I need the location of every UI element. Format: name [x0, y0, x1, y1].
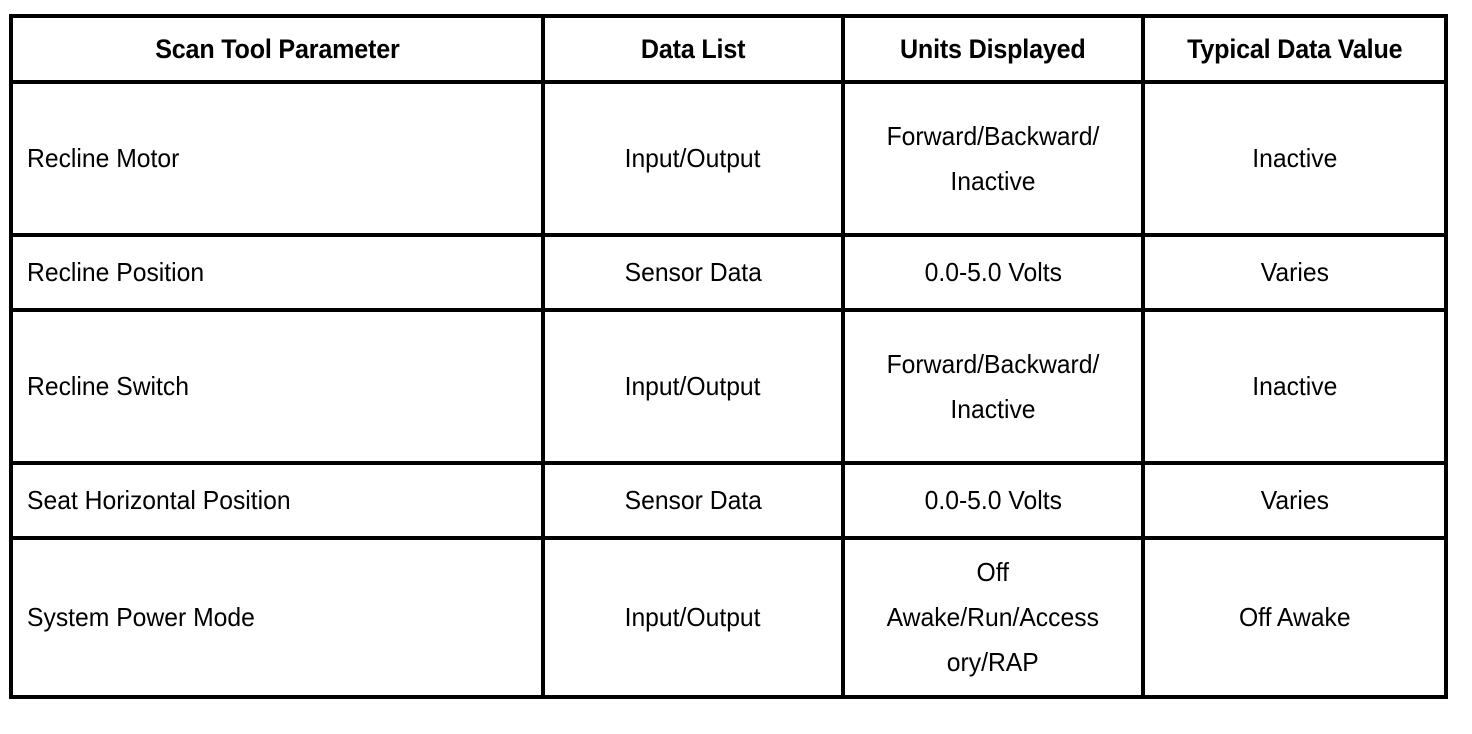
- table-header-row: Scan Tool Parameter Data List Units Disp…: [9, 14, 1448, 84]
- column-header-units-displayed: Units Displayed: [841, 14, 1145, 84]
- cell-data-list: Input/Output: [541, 536, 845, 699]
- cell-text: Input/Output: [625, 371, 761, 401]
- table-row: Seat Horizontal Position Sensor Data 0.0…: [9, 461, 1448, 540]
- cell-text: Input/Output: [625, 143, 761, 173]
- table-row: System Power Mode Input/Output Off Awake…: [9, 536, 1448, 699]
- cell-text: Inactive: [1251, 143, 1338, 173]
- cell-text: 0.0-5.0 Volts: [924, 257, 1062, 287]
- column-header-scan-tool-parameter: Scan Tool Parameter: [9, 14, 545, 84]
- cell-data-list: Sensor Data: [541, 461, 845, 540]
- cell-units: Off Awake/Run/Access ory/RAP: [841, 536, 1145, 699]
- cell-text: Recline Position: [27, 257, 205, 287]
- cell-text: Recline Motor: [27, 143, 180, 173]
- cell-typical-value: Varies: [1141, 233, 1448, 312]
- cell-typical-value: Varies: [1141, 461, 1448, 540]
- table-row: Recline Motor Input/Output Forward/Backw…: [9, 80, 1448, 237]
- cell-text: Seat Horizontal Position: [27, 485, 291, 515]
- cell-parameter: System Power Mode: [9, 536, 545, 699]
- cell-text: Varies: [1260, 485, 1329, 515]
- cell-data-list: Input/Output: [541, 80, 845, 237]
- cell-text: Forward/Backward/ Inactive: [886, 120, 1100, 196]
- cell-text: Inactive: [1251, 371, 1338, 401]
- column-header-label: Typical Data Value: [1186, 33, 1403, 64]
- cell-units: Forward/Backward/ Inactive: [841, 308, 1145, 465]
- cell-data-list: Input/Output: [541, 308, 845, 465]
- cell-text: Off Awake/Run/Access ory/RAP: [886, 557, 1100, 677]
- column-header-label: Scan Tool Parameter: [154, 33, 400, 64]
- scan-tool-parameter-table: Scan Tool Parameter Data List Units Disp…: [9, 14, 1448, 699]
- column-header-label: Data List: [640, 33, 746, 64]
- cell-text: Forward/Backward/ Inactive: [886, 348, 1100, 424]
- cell-typical-value: Inactive: [1141, 308, 1448, 465]
- column-header-label: Units Displayed: [900, 33, 1086, 64]
- table-row: Recline Position Sensor Data 0.0-5.0 Vol…: [9, 233, 1448, 312]
- cell-text: Input/Output: [625, 602, 761, 632]
- cell-text: Recline Switch: [27, 371, 189, 401]
- cell-text: 0.0-5.0 Volts: [924, 485, 1062, 515]
- cell-typical-value: Inactive: [1141, 80, 1448, 237]
- cell-text: Sensor Data: [624, 485, 762, 515]
- table-body: Recline Motor Input/Output Forward/Backw…: [9, 80, 1448, 699]
- cell-parameter: Recline Switch: [9, 308, 545, 465]
- column-header-data-list: Data List: [541, 14, 845, 84]
- column-header-typical-data-value: Typical Data Value: [1141, 14, 1448, 84]
- cell-typical-value: Off Awake: [1141, 536, 1448, 699]
- cell-text: System Power Mode: [27, 602, 255, 632]
- cell-text: Off Awake: [1238, 602, 1351, 632]
- cell-parameter: Recline Motor: [9, 80, 545, 237]
- table-row: Recline Switch Input/Output Forward/Back…: [9, 308, 1448, 465]
- cell-parameter: Recline Position: [9, 233, 545, 312]
- cell-parameter: Seat Horizontal Position: [9, 461, 545, 540]
- cell-units: 0.0-5.0 Volts: [841, 461, 1145, 540]
- table-header: Scan Tool Parameter Data List Units Disp…: [9, 14, 1448, 84]
- cell-text: Sensor Data: [624, 257, 762, 287]
- cell-data-list: Sensor Data: [541, 233, 845, 312]
- cell-text: Varies: [1260, 257, 1329, 287]
- cell-units: Forward/Backward/ Inactive: [841, 80, 1145, 237]
- cell-units: 0.0-5.0 Volts: [841, 233, 1145, 312]
